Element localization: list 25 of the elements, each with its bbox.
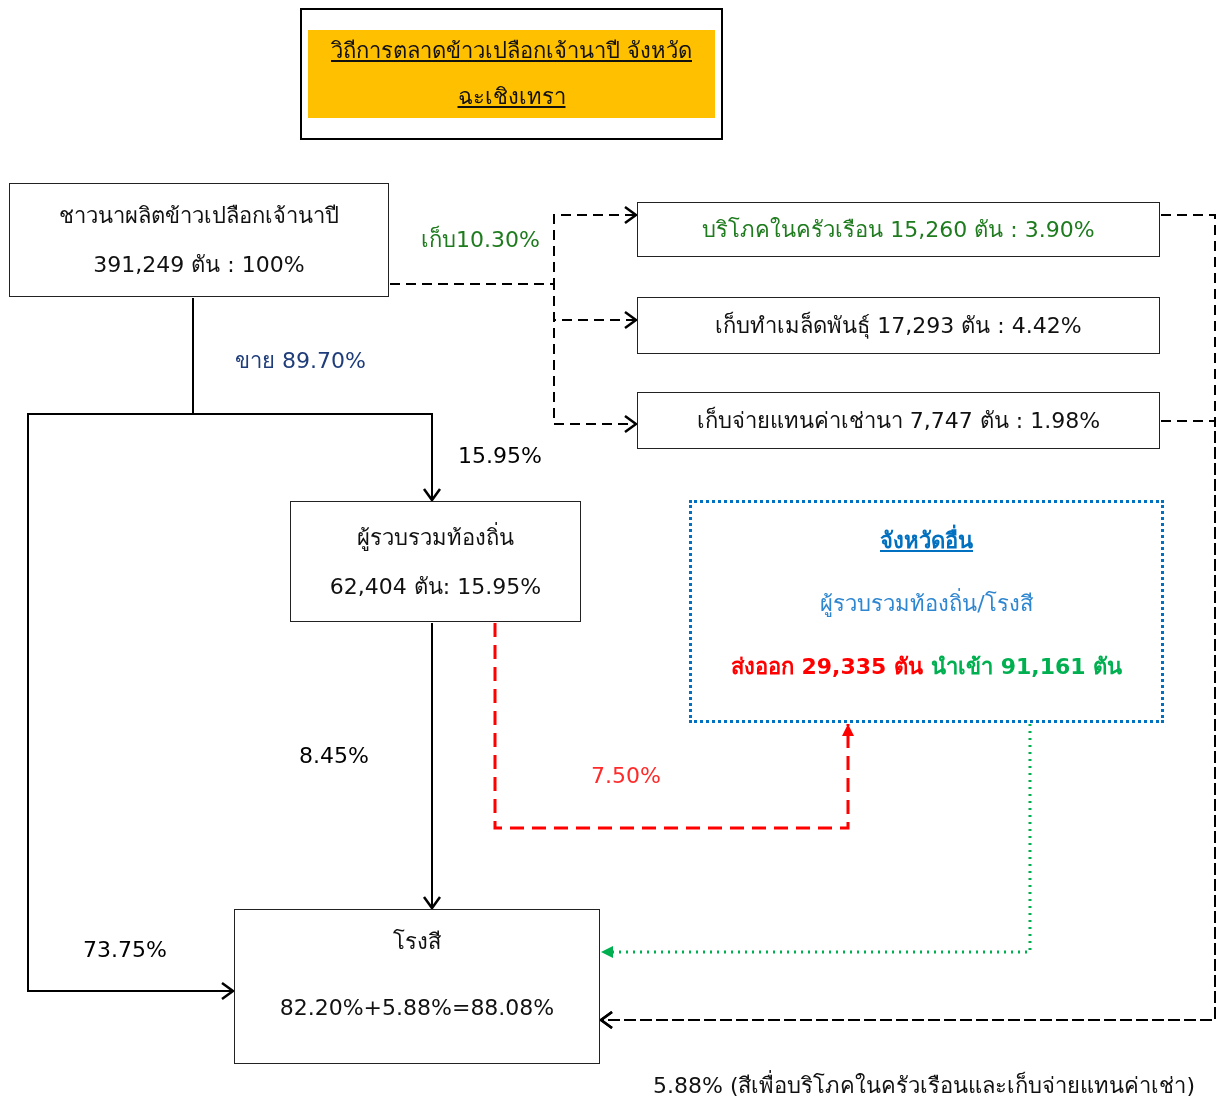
box-heading: ชาวนาผลิตข้าวเปลือกเจ้านาปี: [59, 202, 339, 230]
title: วิถีการตลาดข้าวเปลือกเจ้านาปี จังหวัดฉะเชิงเทรา: [330, 37, 693, 111]
box-heading: จังหวัดอื่น: [880, 523, 973, 558]
arrow: [422, 622, 442, 910]
process-box: [637, 392, 1160, 449]
box-text: 82.20%+5.88%=88.08%: [279, 995, 555, 1020]
box-heading: ผู้รวบรวมท้องถิ่น: [357, 521, 514, 553]
arrow: [601, 724, 1032, 958]
process-box: [234, 909, 600, 1064]
process-box: [9, 183, 389, 297]
box-text: 391,249 ตัน : 100%: [93, 251, 305, 279]
box-text: ส่งออก 29,335 ตัน: [730, 653, 923, 681]
box-text: 62,404 ตัน: 15.95%: [329, 572, 542, 601]
arrow: [599, 420, 1216, 1030]
box-text: ผู้รวบรวมท้องถิ่น/โรงสี: [820, 586, 1033, 621]
arrow: [493, 623, 854, 830]
process-box: [637, 202, 1160, 257]
process-box: [637, 297, 1160, 354]
box-heading: โรงสี: [393, 928, 441, 956]
box-text: นำเข้า 91,161 ตัน: [931, 653, 1123, 681]
box-text: เก็บทำเมล็ดพันธุ์ 17,293 ตัน : 4.42%: [715, 310, 1082, 341]
process-box: [290, 501, 581, 622]
region-box: [689, 500, 1164, 723]
box-text: เก็บจ่ายแทนค่าเช่านา 7,747 ตัน : 1.98%: [696, 405, 1101, 435]
box-text: บริโภคในครัวเรือน 15,260 ตัน : 3.90%: [702, 216, 1095, 244]
